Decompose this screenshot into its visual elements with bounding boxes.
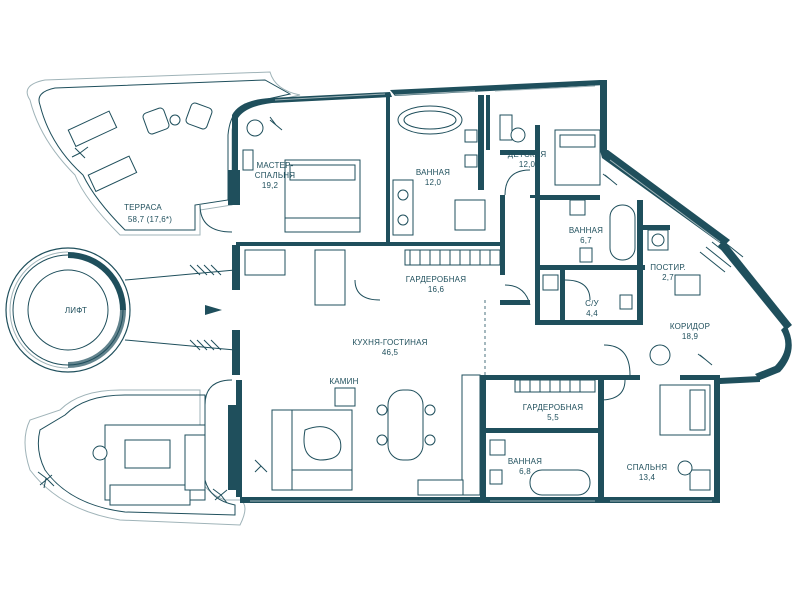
wardrobe-2-name: ГАРДЕРОБНАЯ (523, 403, 583, 412)
wc-name: С/У (585, 299, 599, 308)
kitchen-living-name: КУХНЯ-ГОСТИНАЯ (352, 338, 427, 347)
bathroom-2-area: 6,7 (580, 236, 592, 245)
interior-walls (236, 95, 720, 500)
kitchen-living-area: 46,5 (382, 348, 399, 357)
bathroom-3-furniture (489, 439, 591, 496)
lift-hall (124, 264, 236, 351)
master-bedroom-name-1: МАСТЕР- (257, 161, 294, 170)
doors (199, 169, 631, 406)
bathroom-2-furniture (569, 199, 636, 263)
laundry-name: ПОСТИР. (650, 263, 686, 272)
wardrobe-1-furniture (244, 249, 501, 306)
kids-room-name: ДЕТСКАЯ (508, 150, 547, 159)
terrace-furniture (37, 102, 228, 506)
wardrobe-1-name: ГАРДЕРОБНАЯ (406, 275, 466, 284)
terrace-name: ТЕРРАСА (124, 203, 162, 212)
wardrobe-2-area: 5,5 (547, 413, 559, 422)
master-bedroom-name-2: СПАЛЬНЯ (255, 171, 296, 180)
kids-room-furniture (499, 114, 618, 186)
wardrobe-2-furniture (514, 379, 596, 393)
bathroom-3-area: 6,8 (519, 467, 531, 476)
bedroom-name: СПАЛЬНЯ (627, 463, 668, 472)
bathroom-1-furniture (392, 105, 486, 236)
corridor-furniture (649, 344, 713, 366)
terrace-area: 58,7 (17,6*) (128, 215, 172, 224)
lift (5, 247, 131, 373)
master-bedroom-area: 19,2 (262, 181, 279, 190)
wc-area: 4,4 (586, 309, 598, 318)
laundry-area: 2,7 (662, 273, 674, 282)
corridor-name: КОРИДОР (670, 322, 710, 331)
windows (250, 85, 721, 502)
kids-room-area: 12,0 (519, 160, 536, 169)
bedroom-area: 13,4 (639, 473, 656, 482)
corridor-area: 18,9 (682, 332, 699, 341)
kitchen-living-furniture (254, 374, 481, 496)
room-labels: ТЕРРАСА 58,7 (17,6*) ЛИФТ МАСТЕР- СПАЛЬН… (65, 150, 710, 482)
wardrobe-1-area: 16,6 (428, 285, 445, 294)
outer-walls (228, 80, 792, 503)
lift-name: ЛИФТ (65, 306, 87, 315)
bedroom-furniture (659, 384, 711, 491)
laundry-furniture (647, 229, 744, 296)
bathroom-1-area: 12,0 (425, 178, 442, 187)
wc-furniture (542, 274, 633, 310)
bathroom-3-name: ВАННАЯ (508, 457, 542, 466)
bathroom-2-name: ВАННАЯ (569, 226, 603, 235)
fireplace-name: КАМИН (329, 377, 358, 386)
bathroom-1-name: ВАННАЯ (416, 168, 450, 177)
master-bedroom-furniture (242, 116, 361, 233)
